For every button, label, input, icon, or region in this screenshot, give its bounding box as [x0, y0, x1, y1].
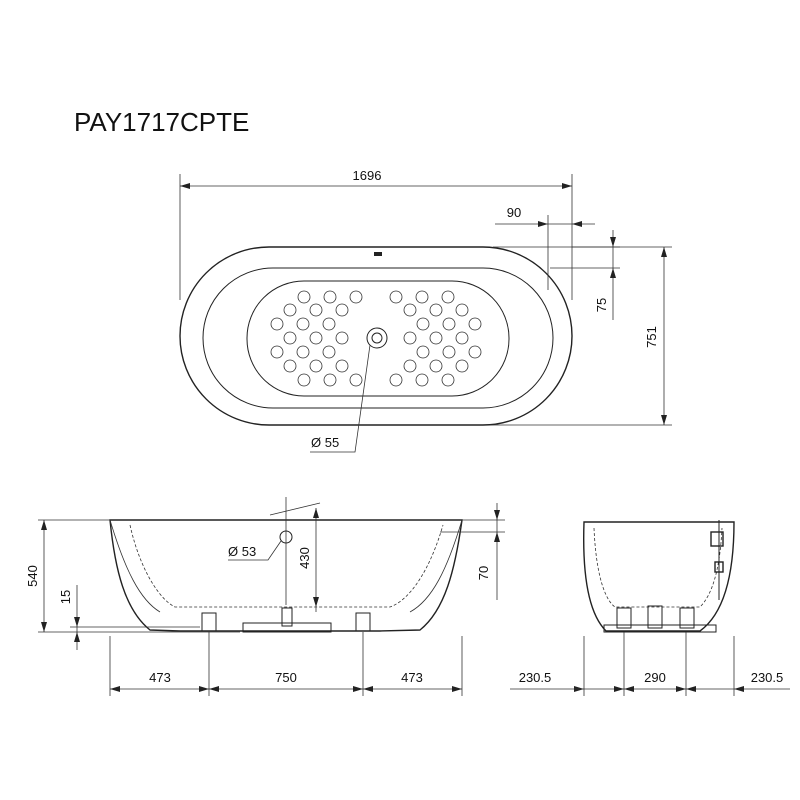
front-view: 430 Ø 53 70 540 15 4: [25, 497, 505, 696]
overflow-mark: [374, 252, 382, 256]
anti-slip-dot: [323, 290, 337, 304]
anti-slip-dot: [429, 359, 443, 373]
anti-slip-dot: [309, 359, 323, 373]
anti-slip-dots: [270, 290, 482, 387]
anti-slip-dot: [283, 359, 297, 373]
anti-slip-dot: [455, 359, 469, 373]
front-foot-right: [355, 612, 371, 632]
dim-side-right: 230.5: [751, 670, 784, 685]
dim-base: 15: [58, 590, 73, 604]
ext-line-430-top: [269, 502, 321, 516]
anti-slip-dot: [403, 331, 417, 345]
dim-front-right: 473: [401, 670, 423, 685]
dim-side-center: 290: [644, 670, 666, 685]
anti-slip-dot: [441, 290, 455, 304]
dim-75: 75: [594, 298, 609, 312]
side-view: 230.5 290 230.5: [510, 520, 790, 696]
anti-slip-dot: [415, 290, 429, 304]
anti-slip-dot: [270, 345, 284, 359]
anti-slip-dot: [283, 331, 297, 345]
anti-slip-dot: [441, 373, 455, 387]
anti-slip-dot: [349, 373, 363, 387]
anti-slip-dot: [349, 290, 363, 304]
anti-slip-dot: [455, 303, 469, 317]
side-inner-basin: [593, 527, 723, 608]
dim-overflow-diameter: Ø 53: [228, 544, 256, 559]
dim-side-left: 230.5: [519, 670, 552, 685]
anti-slip-dot: [335, 359, 349, 373]
front-wall-right: [409, 519, 463, 613]
anti-slip-dot: [270, 317, 284, 331]
anti-slip-dot: [403, 303, 417, 317]
overflow-leader: [228, 540, 282, 561]
dim-width: 751: [644, 326, 659, 348]
side-fitting-top: [710, 531, 724, 547]
front-base-plate: [242, 622, 332, 633]
anti-slip-dot: [403, 359, 417, 373]
anti-slip-dot: [323, 373, 337, 387]
front-foot-left: [201, 612, 217, 632]
front-shell-outline: [109, 519, 463, 632]
drain-outer: [366, 327, 388, 349]
anti-slip-dot: [416, 345, 430, 359]
dim-front-center: 750: [275, 670, 297, 685]
anti-slip-dot: [429, 303, 443, 317]
side-base-plate: [603, 624, 717, 633]
anti-slip-dot: [335, 331, 349, 345]
anti-slip-dot: [429, 331, 443, 345]
anti-slip-dot: [296, 345, 310, 359]
dim-height: 540: [25, 565, 40, 587]
dim-90: 90: [507, 205, 521, 220]
dim-drain-diameter: Ø 55: [311, 435, 339, 450]
anti-slip-dot: [468, 345, 482, 359]
anti-slip-dot: [442, 317, 456, 331]
side-waste: [647, 605, 663, 629]
anti-slip-dot: [322, 345, 336, 359]
drain-leader: [310, 344, 371, 453]
front-inner-basin: [129, 524, 444, 608]
dim-front-left: 473: [149, 670, 171, 685]
dim-rim: 70: [476, 566, 491, 580]
anti-slip-dot: [322, 317, 336, 331]
dim-overflow-depth: 430: [297, 547, 312, 569]
anti-slip-dot: [335, 303, 349, 317]
side-leg-right: [679, 607, 695, 629]
dim-length: 1696: [353, 168, 382, 183]
anti-slip-dot: [389, 373, 403, 387]
anti-slip-dot: [283, 303, 297, 317]
model-title: PAY1717CPTE: [74, 107, 249, 137]
anti-slip-dot: [416, 317, 430, 331]
anti-slip-dot: [442, 345, 456, 359]
anti-slip-dot: [297, 373, 311, 387]
tub-outer-outline: [179, 246, 573, 426]
tub-basin: [246, 280, 510, 397]
side-leg-left: [616, 607, 632, 629]
tub-inner-rim: [202, 267, 554, 409]
anti-slip-dot: [455, 331, 469, 345]
anti-slip-dot: [415, 373, 429, 387]
anti-slip-dot: [468, 317, 482, 331]
anti-slip-dot: [309, 303, 323, 317]
anti-slip-dot: [389, 290, 403, 304]
front-wall-left: [109, 519, 161, 613]
drain-inner: [371, 332, 383, 344]
anti-slip-dot: [309, 331, 323, 345]
top-view: 1696 90 75 751 Ø 55: [179, 168, 672, 453]
anti-slip-dot: [297, 290, 311, 304]
anti-slip-dot: [296, 317, 310, 331]
front-waste: [281, 607, 293, 627]
side-shell-outline: [583, 521, 735, 632]
